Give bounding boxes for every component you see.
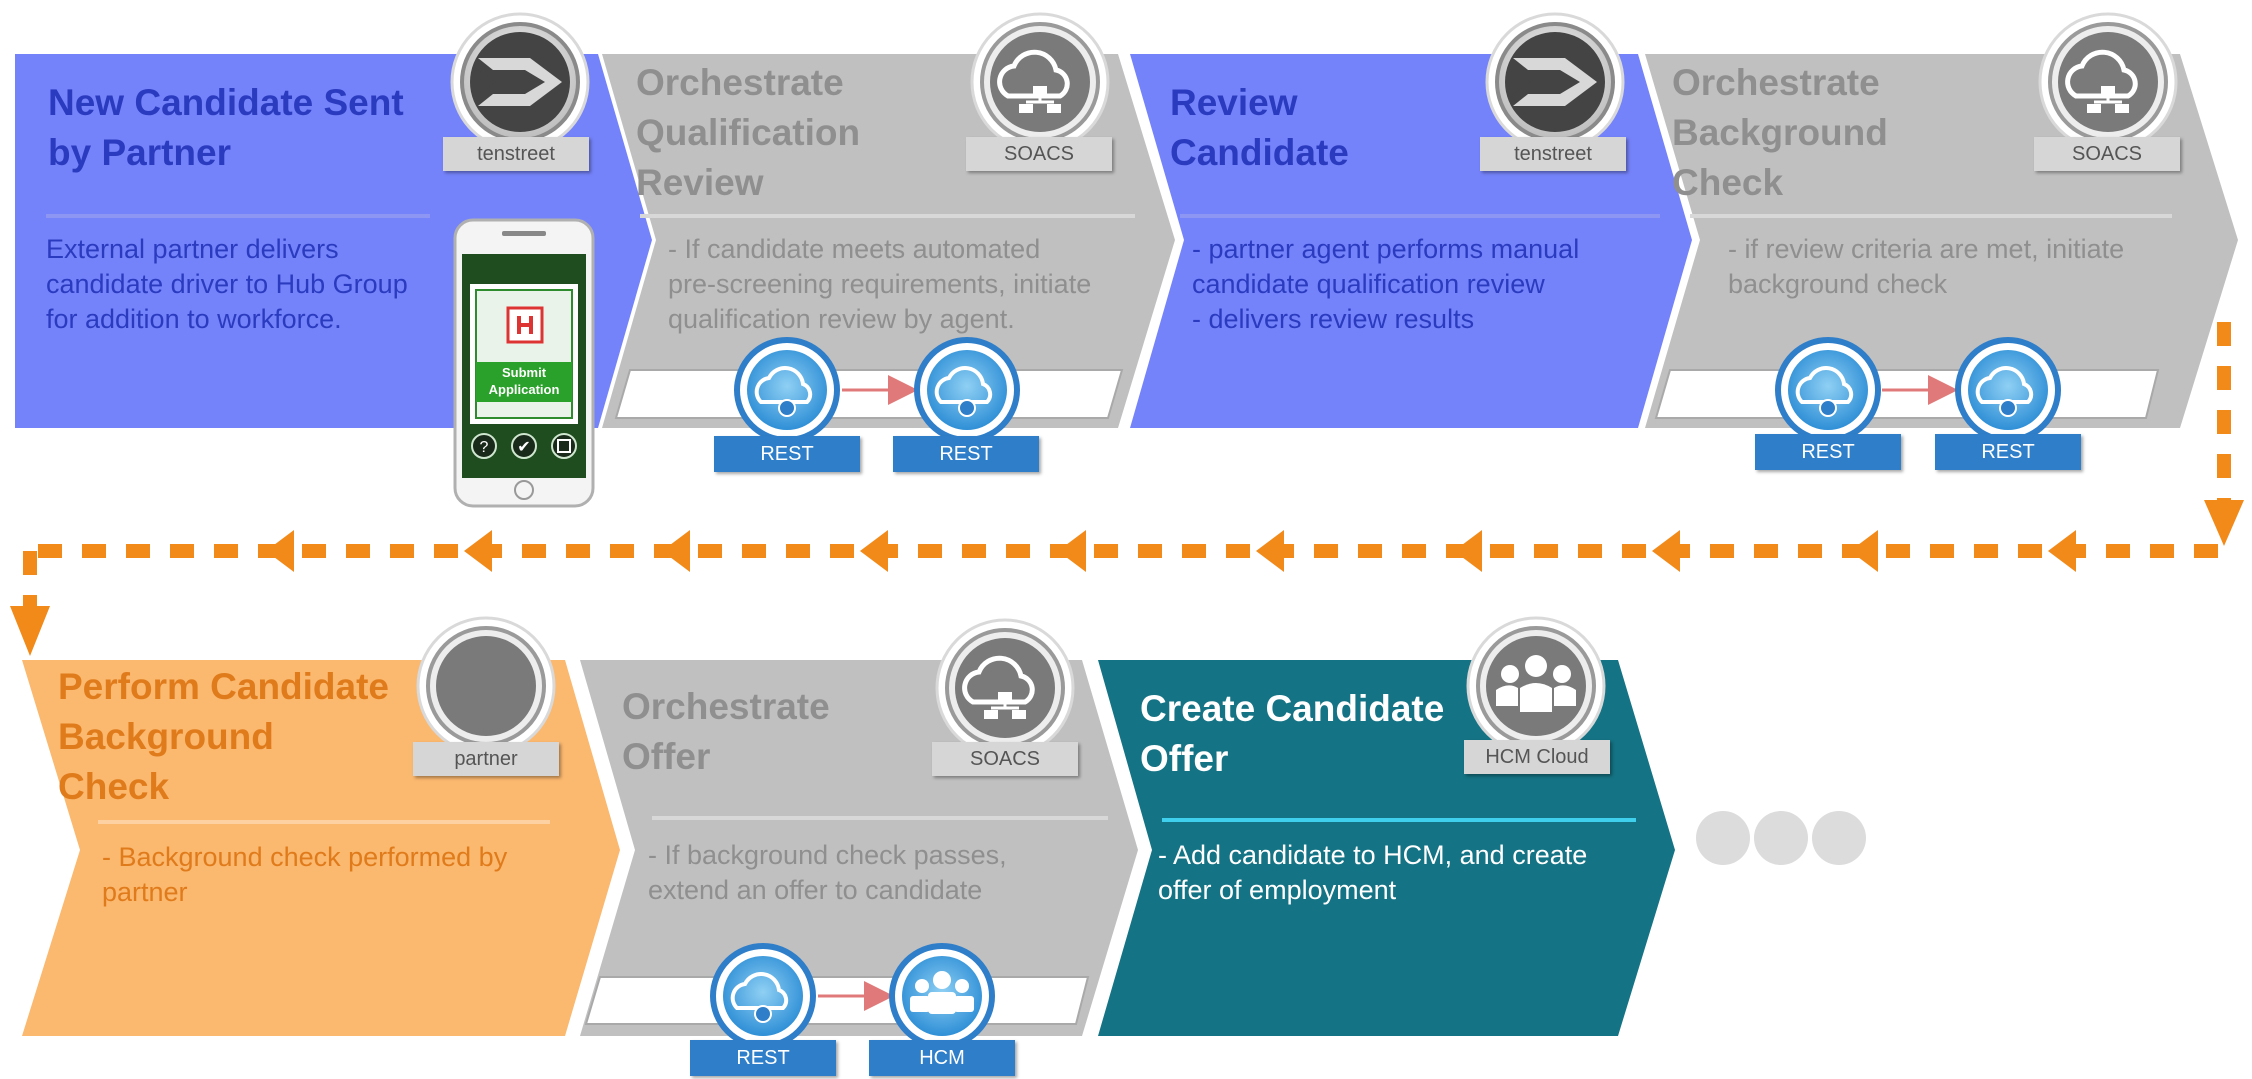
step-1-body: External partner delivers candidate driv… [46, 234, 408, 334]
step-7-badge-label: HCM Cloud [1464, 740, 1610, 774]
step-4-endpoint-2-label: REST [1935, 434, 2081, 470]
step-4-integration-bar [1654, 369, 2160, 419]
step-7-body: - Add candidate to HCM, and create offer… [1158, 840, 1588, 905]
step-2-endpoint-2-label: REST [893, 436, 1039, 472]
svg-text:✔: ✔ [517, 437, 530, 456]
phone-illustration: ? ✔ [453, 218, 595, 508]
cloud-network-icon [2038, 12, 2178, 152]
step-2-title: Orchestrate Qualification Review [636, 62, 861, 203]
more-steps-ellipsis [1696, 811, 1866, 865]
step-1-badge-label: tenstreet [443, 137, 589, 171]
step-7-title: Create Candidate Offer [1140, 688, 1445, 779]
step-4-title: Orchestrate Background Check [1672, 62, 1888, 203]
partner-circle-icon [416, 616, 556, 756]
people-group-icon [1466, 616, 1606, 756]
step-4-body: - if review criteria are met, initiate b… [1728, 234, 2125, 299]
rest-endpoint-icon [1775, 337, 1881, 443]
rest-endpoint-icon [1955, 337, 2061, 443]
tenstreet-logo-icon [450, 12, 590, 152]
step-6-endpoint-2-label: HCM [869, 1040, 1015, 1076]
step-2-integration-bar [614, 369, 1124, 419]
rest-endpoint-icon [914, 337, 1020, 443]
step-6-badge-label: SOACS [932, 742, 1078, 776]
tenstreet-logo-icon [1485, 12, 1625, 152]
step-5-body: - Background check performed by partner [102, 842, 508, 907]
svg-text:?: ? [480, 439, 489, 456]
step-6-body: - If background check passes, extend an … [648, 840, 1007, 905]
step-1-title: New Candidate Sent by Partner [48, 82, 404, 173]
hcm-endpoint-icon [889, 943, 995, 1049]
step-2-endpoint-1-label: REST [714, 436, 860, 472]
step-6-integration-bar [584, 976, 1090, 1025]
step-4-badge-label: SOACS [2034, 137, 2180, 171]
step-4-endpoint-1-label: REST [1755, 434, 1901, 470]
step-3-title: Review Candidate [1170, 82, 1349, 173]
step-3-body: - partner agent performs manual candidat… [1192, 234, 1580, 334]
flow-connector-arrowheads [266, 530, 2076, 572]
cloud-network-icon [970, 12, 1110, 152]
cloud-network-icon [935, 618, 1075, 758]
step-6-title: Orchestrate Offer [622, 686, 830, 777]
step-2-body: - If candidate meets automated pre-scree… [668, 234, 1092, 334]
rest-endpoint-icon [710, 943, 816, 1049]
step-2-badge-label: SOACS [966, 137, 1112, 171]
rest-endpoint-icon [734, 337, 840, 443]
submit-application-label: Submit Application [488, 365, 560, 397]
step-6-endpoint-1-label: REST [690, 1040, 836, 1076]
step-3-badge-label: tenstreet [1480, 137, 1626, 171]
step-5-badge-label: partner [413, 742, 559, 776]
step-5-title: Perform Candidate Background Check [58, 666, 390, 807]
